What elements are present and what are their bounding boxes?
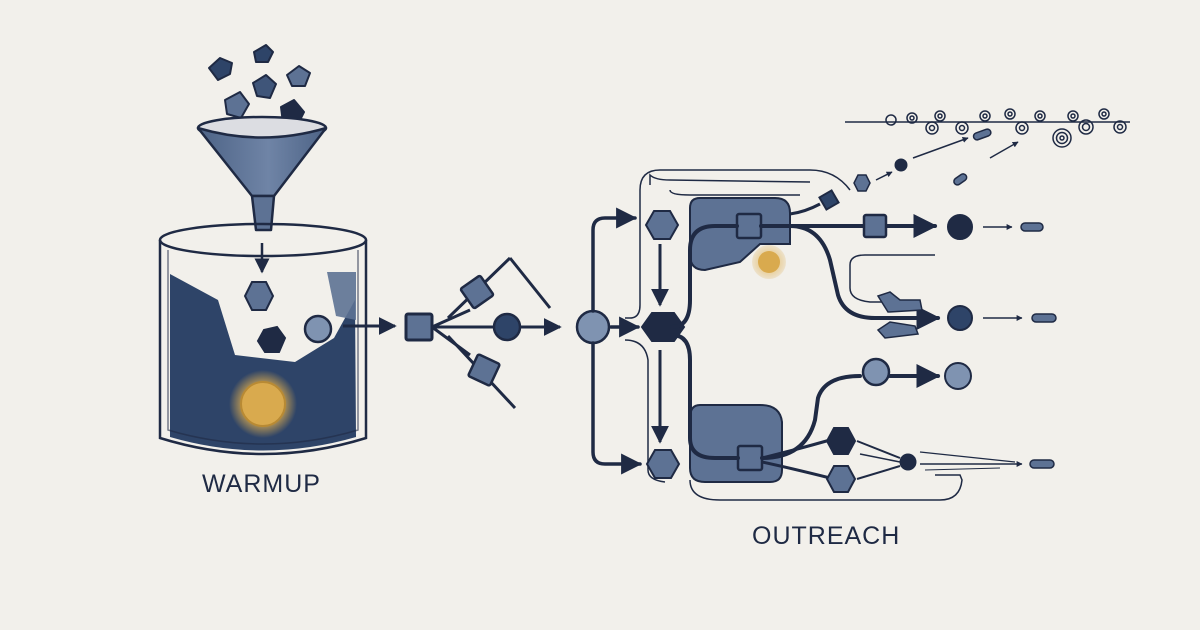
channel-square-node <box>862 213 888 239</box>
hexagon-node <box>256 325 287 353</box>
target-icon <box>1078 119 1094 135</box>
sent-message-icon <box>1020 222 1044 232</box>
splitter-square-node <box>404 312 434 342</box>
target-icon <box>1034 110 1046 122</box>
output-channels <box>861 213 1057 390</box>
channel-source-node <box>861 357 891 387</box>
upper-branch-out <box>789 202 821 216</box>
splitter-lower-square <box>467 353 501 387</box>
hub-branches <box>591 207 643 475</box>
targets-row <box>845 108 1130 148</box>
rock-icon <box>208 57 233 81</box>
warmup-tank <box>158 222 368 456</box>
lower-block-square-node <box>736 444 764 472</box>
target-icon <box>906 112 918 124</box>
sent-message-icon <box>972 128 992 141</box>
outer-loop-lines <box>624 169 963 501</box>
target-icon <box>885 114 897 126</box>
outreach-label: OUTREACH <box>752 522 901 550</box>
target-icon <box>979 110 991 122</box>
target-icon <box>925 121 939 135</box>
main-flow-curves <box>670 214 941 460</box>
lower-processing-block <box>689 404 783 483</box>
warm-lead-orb <box>240 381 286 427</box>
rock-icon <box>253 44 274 63</box>
target-icon <box>1067 110 1079 122</box>
target-icon <box>1113 120 1127 134</box>
sent-message-icon <box>1031 313 1057 323</box>
target-icon <box>1015 121 1029 135</box>
rock-icon <box>286 65 311 87</box>
fan-hexagon-node <box>825 427 857 455</box>
lower-fan-out <box>761 427 1055 493</box>
sent-message-icon <box>953 173 968 186</box>
rock-icon <box>252 74 277 99</box>
target-icon <box>1004 108 1016 120</box>
wing-shape <box>876 291 923 313</box>
target-icon <box>955 121 969 135</box>
target-icon <box>934 110 946 122</box>
hub-node <box>575 309 611 345</box>
target-icon <box>1098 108 1110 120</box>
stream-hexagon-node <box>853 174 871 192</box>
stream-square-node <box>818 189 840 211</box>
splitter-circle-node <box>492 312 522 342</box>
target-icon <box>1052 128 1072 148</box>
upper-block-square-node <box>735 212 763 240</box>
fan-merge-dot <box>899 453 917 471</box>
splitter-upper-square <box>459 274 495 310</box>
upper-gold-orb <box>758 251 780 273</box>
wing-shape <box>876 321 920 339</box>
tank-output-node <box>303 314 333 344</box>
funnel-icon <box>196 115 328 232</box>
upper-hexagon-node <box>644 210 680 240</box>
stream-dot <box>894 158 908 172</box>
channel-circle-node <box>947 214 973 240</box>
upper-diagonal-stream <box>818 128 1019 211</box>
channel-circle-node <box>944 362 972 390</box>
hexagon-node <box>243 281 275 311</box>
lower-hexagon-node <box>645 449 681 479</box>
rock-icon <box>224 91 250 119</box>
tank-liquid <box>170 274 356 451</box>
warmup-label: WARMUP <box>202 470 321 498</box>
fan-hexagon-node <box>825 465 857 493</box>
sent-message-icon <box>1029 459 1055 469</box>
channel-circle-node <box>947 305 973 331</box>
